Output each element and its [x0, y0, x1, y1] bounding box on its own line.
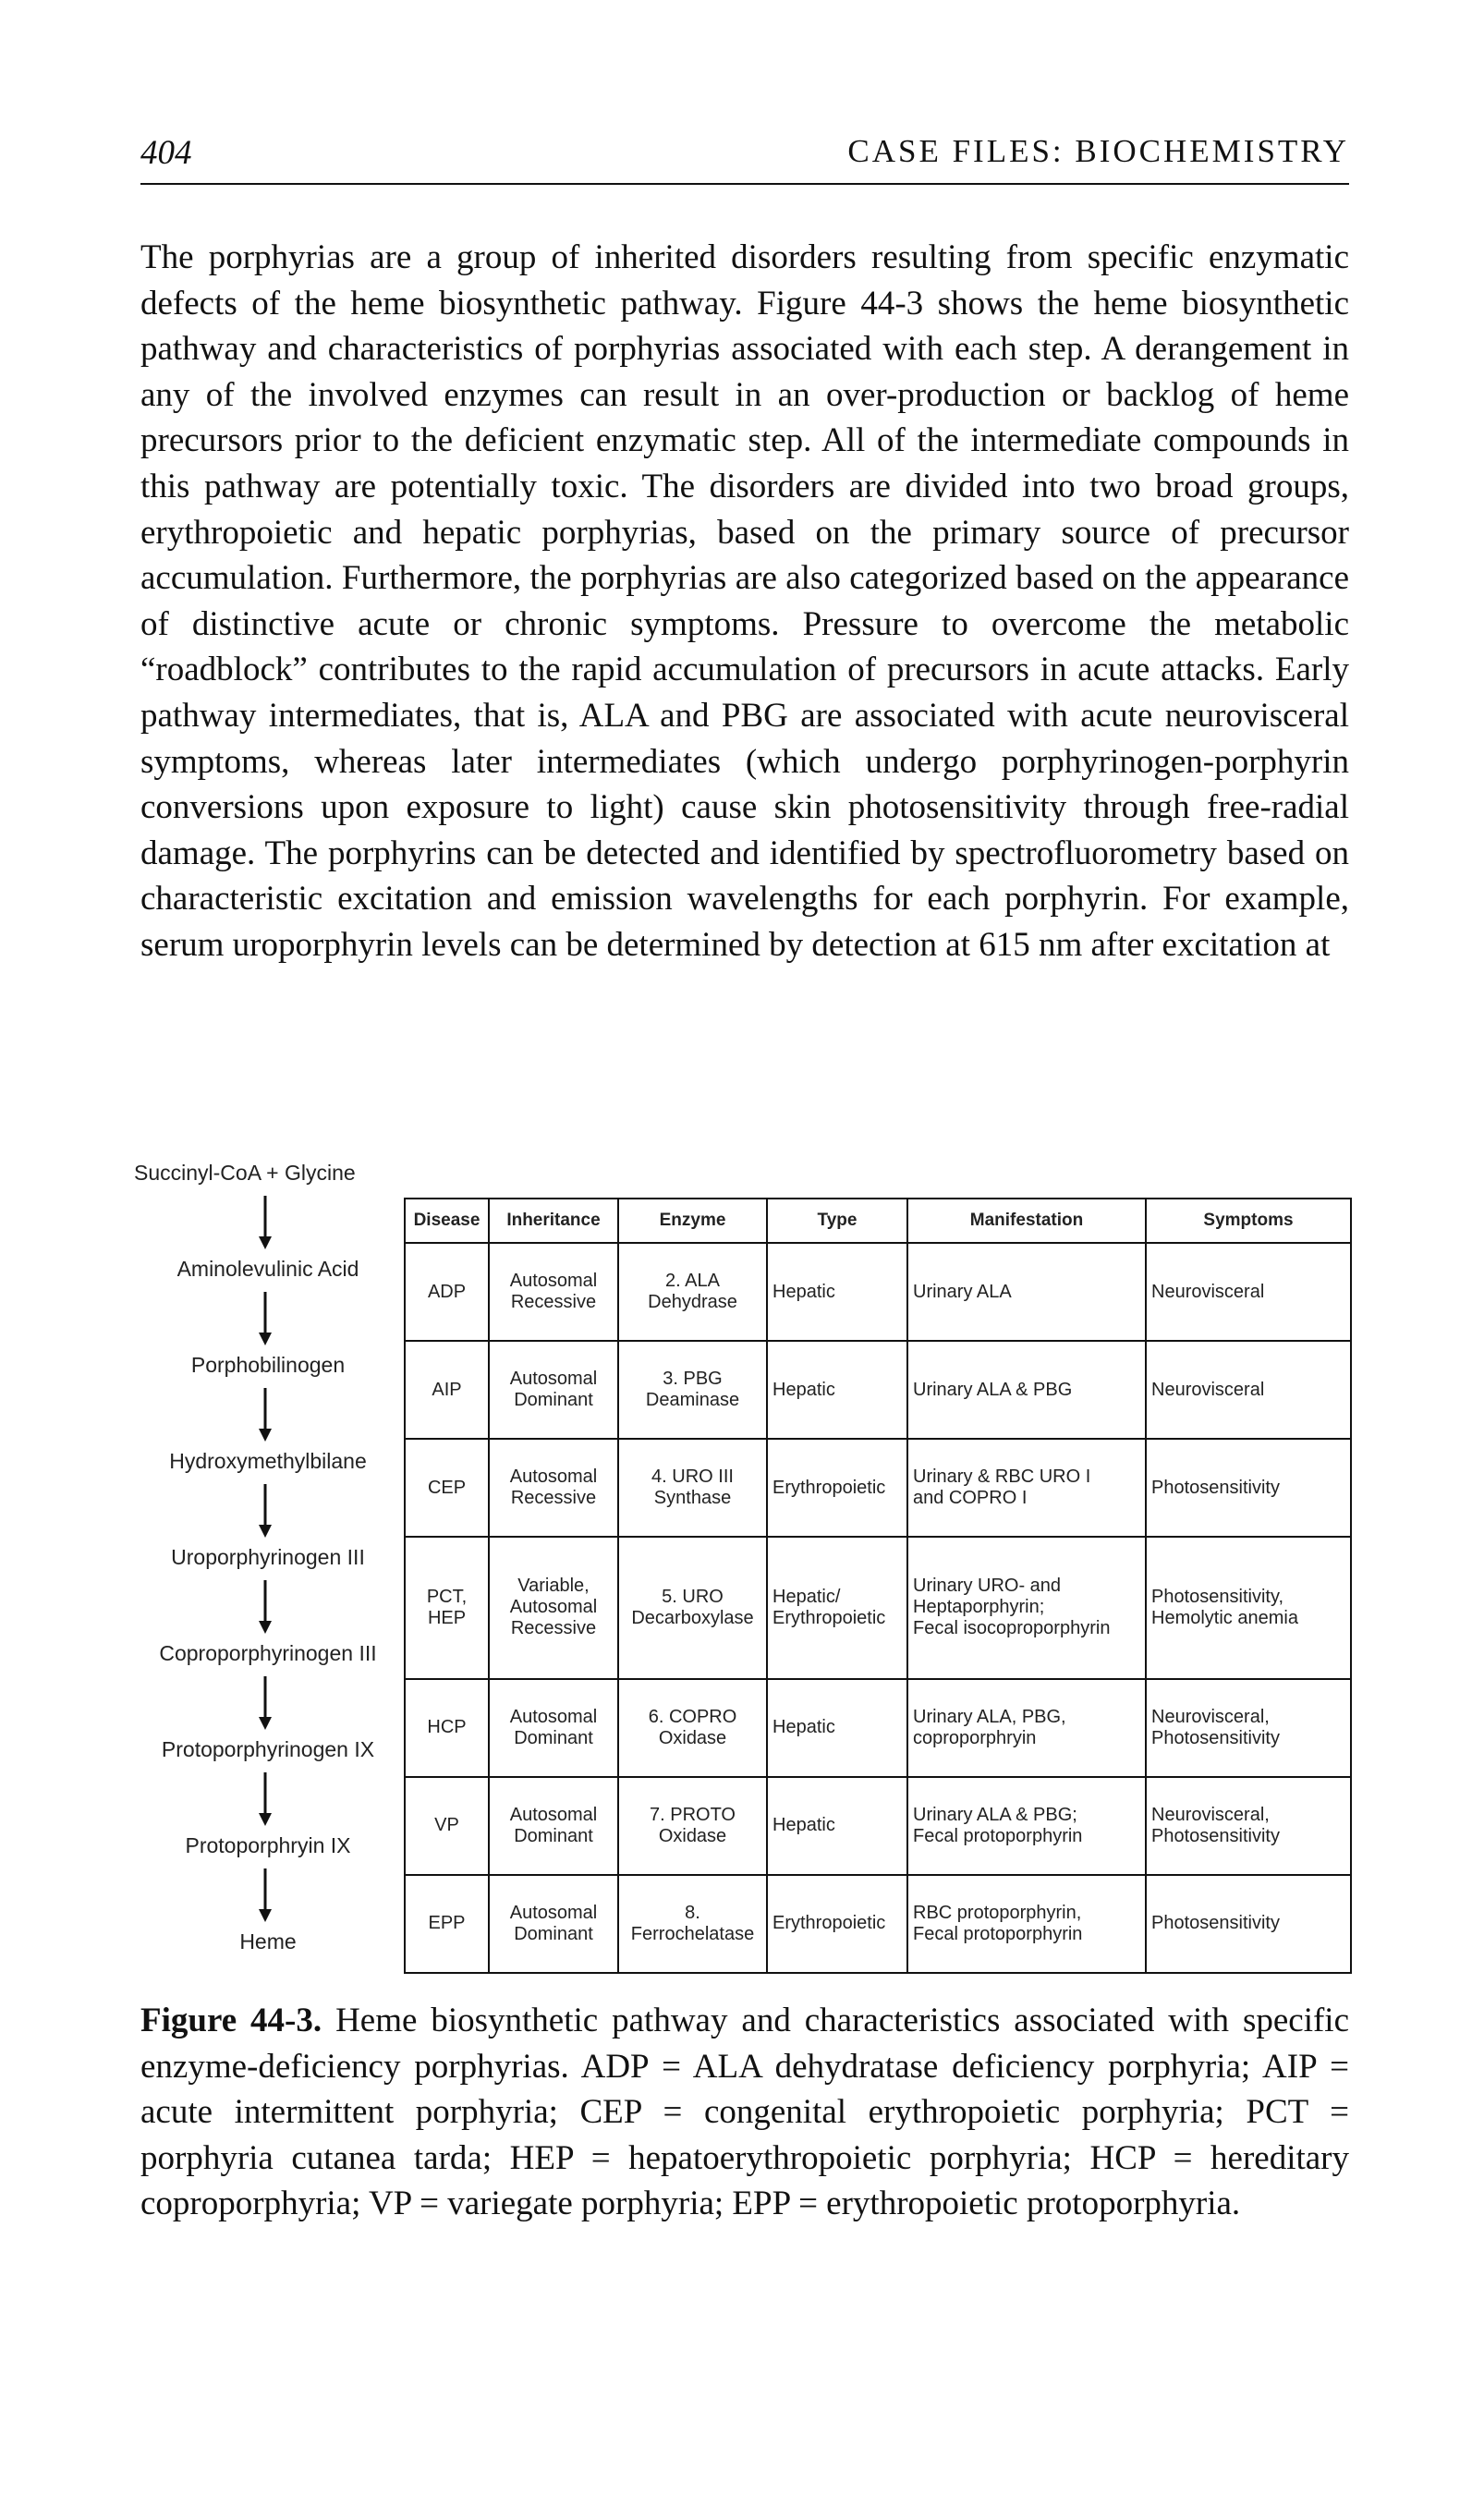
column-header: Type [766, 1198, 908, 1244]
down-arrow-icon [259, 1196, 272, 1249]
pathway-step: Coproporphyrinogen III [159, 1641, 377, 1665]
figure-label: Figure 44-3. [140, 2002, 322, 2039]
down-arrow-icon [259, 1676, 272, 1730]
table-cell: Neurovisceral,Photosensitivity [1145, 1677, 1352, 1778]
column-header: Symptoms [1145, 1198, 1352, 1244]
porphyria-table: Disease Inheritance Enzyme Type Manifest… [404, 1198, 1352, 1975]
page-number: 404 [140, 134, 192, 172]
table-cell: Photosensitivity [1145, 1873, 1352, 1975]
table-cell: Hepatic/Erythropoietic [766, 1536, 908, 1680]
pathway-step: Porphobilinogen [190, 1353, 346, 1377]
down-arrow-icon [259, 1292, 272, 1345]
running-header: 404 CASE FILES: BIOCHEMISTRY [140, 128, 1349, 185]
pathway-step: Aminolevulinic Acid [176, 1257, 359, 1281]
table-cell: Urinary ALA & PBG [906, 1340, 1147, 1441]
table-cell: HCP [404, 1677, 490, 1778]
table-cell: Hepatic [766, 1775, 908, 1876]
table-cell: 8. Ferrochelatase [617, 1873, 768, 1975]
table-cell: Urinary ALA [906, 1241, 1147, 1343]
table-cell: Neurovisceral [1145, 1340, 1352, 1441]
table-cell: EPP [404, 1873, 490, 1975]
table-header-row: Disease Inheritance Enzyme Type Manifest… [404, 1198, 1352, 1244]
column-header: Enzyme [617, 1198, 768, 1244]
table-cell: Erythropoietic [766, 1873, 908, 1975]
pathway-step: Succinyl-CoA + Glycine [134, 1161, 356, 1185]
down-arrow-icon [259, 1772, 272, 1826]
body-paragraph: The porphyrias are a group of inherited … [140, 238, 1349, 964]
table-cell: RBC protoporphyrin,Fecal protoporphyrin [906, 1873, 1147, 1975]
table-cell: Urinary ALA & PBG;Fecal protoporphyrin [906, 1775, 1147, 1876]
table-cell: VP [404, 1775, 490, 1876]
pathway-step: Uroporphyrinogen III [171, 1545, 365, 1569]
table-cell: Hepatic [766, 1677, 908, 1778]
table-cell: AIP [404, 1340, 490, 1441]
figure-caption: Figure 44-3. Heme biosynthetic pathway a… [140, 1998, 1349, 2227]
running-title: CASE FILES: BIOCHEMISTRY [847, 133, 1349, 169]
table-cell: Urinary ALA, PBG,coproporphryin [906, 1677, 1147, 1778]
heme-pathway-diagram: Succinyl-CoA + Glycine Aminolevulinic Ac… [134, 1161, 402, 1974]
column-header: Disease [404, 1198, 490, 1244]
table-cell: Erythropoietic [766, 1438, 908, 1539]
table-cell: Neurovisceral,Photosensitivity [1145, 1775, 1352, 1876]
figure-caption-text: Heme biosynthetic pathway and characteri… [140, 2002, 1349, 2223]
table-cell: Photosensitivity [1145, 1438, 1352, 1539]
column-header: Manifestation [906, 1198, 1147, 1244]
down-arrow-icon [259, 1388, 272, 1442]
table-cell: Neurovisceral [1145, 1241, 1352, 1343]
down-arrow-icon [259, 1484, 272, 1538]
down-arrow-icon [259, 1580, 272, 1634]
table-cell: PCT,HEP [404, 1536, 490, 1680]
pathway-step: Hydroxymethylbilane [169, 1449, 367, 1473]
table-cell: Hepatic [766, 1241, 908, 1343]
column-header: Inheritance [488, 1198, 619, 1244]
down-arrow-icon [259, 1868, 272, 1922]
pathway-step: Protoporphyrinogen IX [161, 1737, 375, 1761]
table-cell: Hepatic [766, 1340, 908, 1441]
pathway-step: Protoporphryin IX [185, 1833, 351, 1857]
pathway-step: Heme [239, 1929, 297, 1953]
table-cell: Photosensitivity,Hemolytic anemia [1145, 1536, 1352, 1680]
table-cell: ADP [404, 1241, 490, 1343]
table-cell: CEP [404, 1438, 490, 1539]
